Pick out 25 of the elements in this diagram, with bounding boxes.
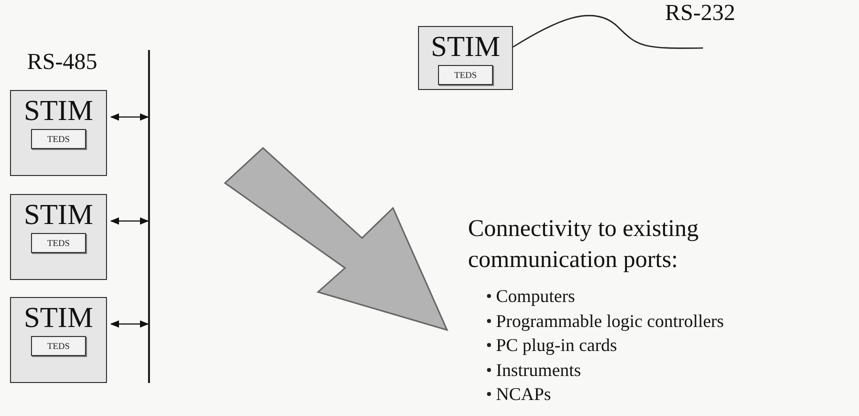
list-item: PC plug-in cards (496, 336, 617, 354)
heading-text: Connectivity to existing communication ports: (468, 215, 700, 275)
stim-box (10, 297, 107, 383)
list-item: Programmable logic controllers (496, 312, 724, 330)
teds-box: TEDS (438, 65, 493, 85)
double-arrow (110, 113, 149, 121)
teds-box: TEDS (31, 233, 86, 253)
double-arrow (110, 320, 149, 328)
stim-label: STIM (24, 95, 94, 127)
port-label: RS-232 (665, 1, 736, 24)
stim-box (10, 90, 107, 176)
list-item: Instruments (496, 360, 581, 379)
list-item: Computers (496, 287, 575, 306)
bus-line (146, 50, 152, 383)
list-item: NCAPs (496, 385, 552, 404)
stim-label: STIM (24, 302, 94, 334)
bus-label: RS-485 (27, 50, 98, 73)
double-arrow (110, 217, 149, 225)
stim-box (418, 26, 513, 90)
stim-label: STIM (430, 31, 500, 63)
stim-label: STIM (24, 199, 94, 231)
cable-line (512, 14, 703, 49)
teds-box: TEDS (31, 129, 86, 149)
stim-box (10, 194, 107, 280)
teds-box: TEDS (31, 336, 86, 356)
